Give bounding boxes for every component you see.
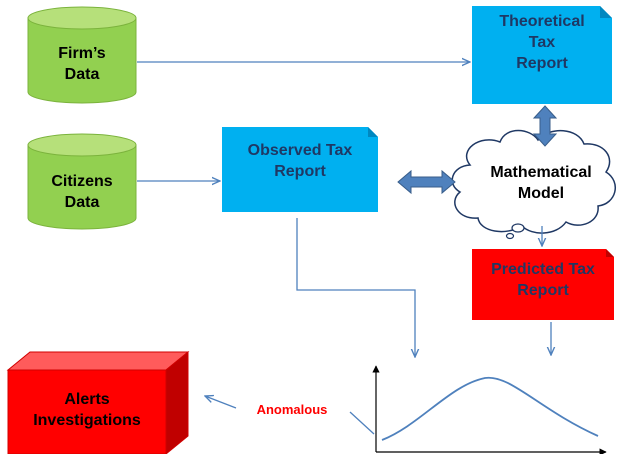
mathematical-model-cloud	[451, 129, 616, 240]
theoretical-report-shape	[472, 6, 612, 104]
plot-to-anomalous-line	[349, 411, 375, 435]
firms-data-label: Firm’s Data	[58, 45, 106, 83]
anomalous-label: Anomalous	[256, 402, 328, 417]
predicted-report-shape	[472, 249, 614, 320]
observed-to-plot-arrow	[296, 218, 415, 357]
theoretical-model-double-arrow	[532, 105, 558, 147]
distribution-plot	[372, 365, 607, 454]
firms-data-cylinder	[27, 6, 137, 104]
mathematical-model-label: Mathematical Model	[490, 164, 592, 202]
citizens-data-label: Citizens Data	[51, 173, 113, 211]
observed-report-shape	[222, 127, 378, 212]
citizens-data-cylinder	[27, 133, 137, 230]
observed-model-double-arrow	[397, 169, 456, 195]
alerts-label: Alerts Investigations	[33, 391, 141, 429]
anomalous-to-alerts-arrow	[205, 396, 237, 409]
bell-curve	[381, 376, 599, 441]
alerts-box	[6, 350, 190, 454]
predicted-report-label: Predicted Tax Report	[491, 261, 595, 299]
theoretical-report-label: Theoretical Tax Report	[499, 13, 585, 72]
observed-report-label: Observed Tax Report	[247, 142, 353, 180]
